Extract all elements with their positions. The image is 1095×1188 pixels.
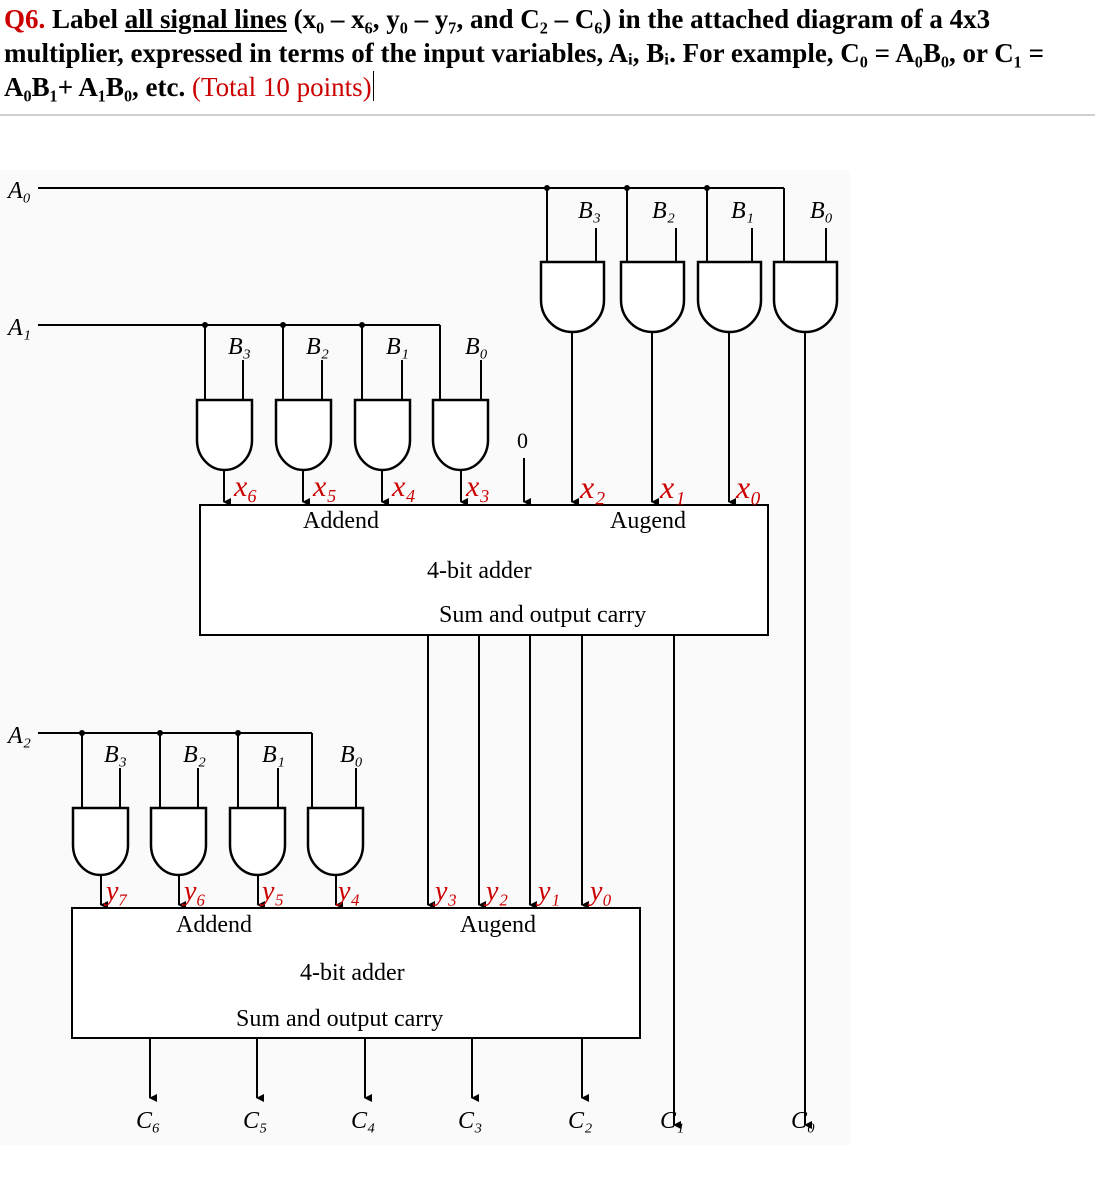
adder-1-addend-label: Addend: [303, 508, 379, 534]
x0-label: x₀: [735, 469, 761, 505]
adder-1-augend-label: Augend: [610, 508, 686, 534]
input-a1-label: A₁: [6, 315, 31, 341]
x4-label: x₄: [391, 470, 416, 503]
r1-b3-label: B₃: [228, 334, 251, 360]
question-points: (Total 10 points): [185, 72, 372, 102]
input-a2-label: A₂: [6, 723, 31, 749]
y0-label: y₀: [587, 876, 612, 907]
y6-label: y₆: [181, 876, 206, 907]
adder-2-output-label: Sum and output carry: [236, 1006, 443, 1032]
output-c3-label: C₃: [458, 1108, 482, 1134]
r2-b1-label: B₁: [262, 742, 285, 768]
question-text: Q6. Label all signal lines (x₀ – x₆, y₀ …: [4, 2, 1089, 104]
r0-b0-label: B₀: [810, 198, 833, 224]
y7-label: y₇: [103, 876, 128, 907]
r2-b2-label: B₂: [183, 742, 206, 768]
y1-label: y₁: [535, 876, 560, 907]
junction-dot: [624, 185, 630, 191]
adder-2-title: 4-bit adder: [300, 960, 405, 986]
junction-dot: [359, 322, 365, 328]
output-c1-label: C₁: [660, 1108, 684, 1134]
y3-label: y₃: [432, 876, 457, 907]
question-number: Q6.: [4, 4, 46, 34]
y4-label: y₄: [335, 876, 360, 907]
and-gate-r0-b2: [619, 260, 686, 334]
y5-label: y₅: [259, 876, 284, 907]
junction-dot: [79, 730, 85, 736]
r0-b2-label: B₂: [652, 198, 675, 224]
r0-b1-label: B₁: [731, 198, 754, 224]
x1-label: x₁: [659, 469, 685, 505]
and-gate-r1-b3: [195, 398, 254, 472]
and-gate-r2-b1: [228, 806, 287, 877]
adder-2-augend-label: Augend: [460, 912, 536, 938]
and-gate-r0-b0: [772, 260, 839, 334]
junction-dot: [280, 322, 286, 328]
and-gate-r2-b2: [149, 806, 208, 877]
and-gate-r1-b2: [274, 398, 333, 472]
junction-dot: [235, 730, 241, 736]
adder-1-title: 4-bit adder: [427, 558, 532, 584]
y2-label: y₂: [483, 876, 508, 907]
and-gate-r1-b0: [431, 398, 490, 472]
and-gate-r2-b3: [71, 806, 130, 877]
x3-label: x₃: [465, 470, 490, 503]
adder-1-box: [199, 504, 769, 636]
divider: [0, 114, 1095, 116]
r2-b3-label: B₃: [104, 742, 127, 768]
junction-dot: [544, 185, 550, 191]
r0-b3-label: B₃: [578, 198, 601, 224]
question-body: (x₀ – x₆, y₀ – y₇, and C₂ – C₆) in the a…: [4, 4, 1044, 102]
x2-label: x₂: [579, 469, 605, 505]
adder-2-box: [71, 907, 641, 1039]
x5-label: x₅: [312, 470, 337, 503]
adder-1-output-label: Sum and output carry: [439, 602, 646, 628]
output-c5-label: C₅: [243, 1108, 267, 1134]
and-gate-r0-b3: [539, 260, 606, 334]
r1-b1-label: B₁: [386, 334, 409, 360]
question-emphasis: all signal lines: [124, 4, 287, 34]
text-cursor: [372, 71, 374, 101]
output-c4-label: C₄: [351, 1108, 375, 1134]
x6-label: x₆: [233, 470, 258, 503]
and-gate-r0-b1: [696, 260, 763, 334]
output-c0-label: C₀: [791, 1108, 815, 1134]
junction-dot: [202, 322, 208, 328]
adder-2-addend-label: Addend: [176, 912, 252, 938]
output-c6-label: C₆: [136, 1108, 160, 1134]
junction-dot: [157, 730, 163, 736]
input-a0-label: A₀: [6, 178, 31, 204]
r1-b2-label: B₂: [306, 334, 329, 360]
question-intro: Label: [45, 4, 125, 34]
r2-b0-label: B₀: [340, 742, 363, 768]
junction-dot: [704, 185, 710, 191]
zero-input-label: 0: [517, 428, 528, 453]
and-gate-r2-b0: [306, 806, 365, 877]
and-gate-r1-b1: [353, 398, 412, 472]
r1-b0-label: B₀: [465, 334, 488, 360]
output-c2-label: C₂: [568, 1108, 592, 1134]
